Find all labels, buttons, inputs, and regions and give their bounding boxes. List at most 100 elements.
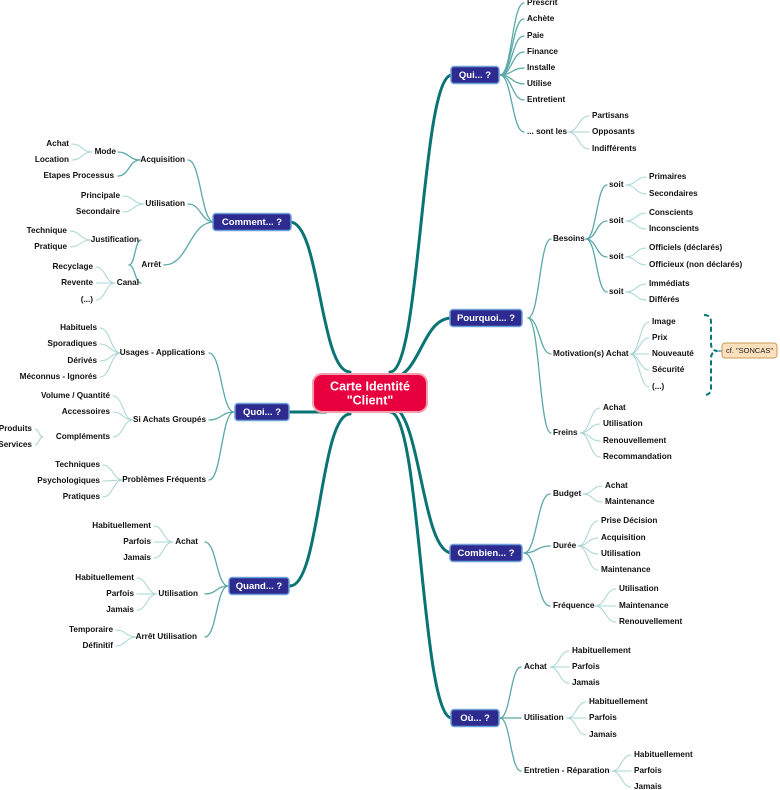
node-fq_renouv[interactable]: Renouvellement xyxy=(619,617,683,626)
main-node-pourquoi[interactable]: Pourquoi... ? xyxy=(449,308,523,328)
node-securite[interactable]: Sécurité xyxy=(652,365,685,374)
node-psycho[interactable]: Psychologiques xyxy=(37,476,100,485)
node-services[interactable]: Services xyxy=(0,440,32,449)
node-ou_achat[interactable]: Achat xyxy=(524,662,547,671)
node-differes[interactable]: Différés xyxy=(649,295,680,304)
node-habituels[interactable]: Habituels xyxy=(60,323,97,332)
node-frequence[interactable]: Fréquence xyxy=(553,601,595,610)
node-fq_util[interactable]: Utilisation xyxy=(619,584,659,593)
node-achat_c[interactable]: Achat xyxy=(46,139,69,148)
main-node-quand[interactable]: Quand... ? xyxy=(228,576,290,596)
node-qu_parf[interactable]: Parfois xyxy=(106,589,134,598)
node-duree[interactable]: Durée xyxy=(553,541,577,550)
node-oa_hab[interactable]: Habituellement xyxy=(572,646,631,655)
node-sontles[interactable]: ... sont les xyxy=(527,127,567,136)
node-ou_jam[interactable]: Jamais xyxy=(589,730,617,739)
node-qd_arret[interactable]: Arrêt Utilisation xyxy=(136,632,197,641)
node-image[interactable]: Image xyxy=(652,317,676,326)
node-ou_util[interactable]: Utilisation xyxy=(524,713,564,722)
node-oa_parf[interactable]: Parfois xyxy=(572,662,600,671)
node-derives[interactable]: Dérivés xyxy=(67,356,97,365)
node-canal[interactable]: Canal xyxy=(117,278,139,287)
node-pratique_c[interactable]: Pratique xyxy=(34,242,67,251)
node-du_acq[interactable]: Acquisition xyxy=(601,533,646,542)
node-etc_mot[interactable]: (...) xyxy=(652,382,665,391)
node-qd_util[interactable]: Utilisation xyxy=(158,589,198,598)
node-fr_reco[interactable]: Recommandation xyxy=(603,452,672,461)
node-definitif[interactable]: Définitif xyxy=(83,641,114,650)
center-node[interactable]: Carte Identité"Client" xyxy=(312,373,428,413)
node-revente[interactable]: Revente xyxy=(61,278,93,287)
node-etapes[interactable]: Etapes Processus xyxy=(43,171,114,180)
node-oe_parf[interactable]: Parfois xyxy=(634,766,662,775)
node-temporaire[interactable]: Temporaire xyxy=(69,625,113,634)
node-entretient[interactable]: Entretient xyxy=(527,95,565,104)
node-ou_parf[interactable]: Parfois xyxy=(589,713,617,722)
node-utilisation_c[interactable]: Utilisation xyxy=(145,199,185,208)
node-oe_hab[interactable]: Habituellement xyxy=(634,750,693,759)
node-opposants[interactable]: Opposants xyxy=(592,127,635,136)
node-achete[interactable]: Achète xyxy=(527,14,555,23)
node-secondaire[interactable]: Secondaire xyxy=(76,207,121,216)
node-ou_hab[interactable]: Habituellement xyxy=(589,697,648,706)
node-qa_hab[interactable]: Habituellement xyxy=(92,521,151,530)
node-recyclage[interactable]: Recyclage xyxy=(52,262,93,271)
node-qd_achat[interactable]: Achat xyxy=(175,537,198,546)
node-soit3[interactable]: soit xyxy=(609,252,624,261)
node-qu_hab[interactable]: Habituellement xyxy=(75,573,134,582)
node-problemes[interactable]: Problèmes Fréquents xyxy=(122,475,206,484)
main-node-quoi[interactable]: Quoi... ? xyxy=(234,402,290,422)
node-techniques[interactable]: Techniques xyxy=(55,460,100,469)
node-indifferents[interactable]: Indifférents xyxy=(592,144,637,153)
node-fr_achat[interactable]: Achat xyxy=(603,403,626,412)
node-qu_jam[interactable]: Jamais xyxy=(106,605,134,614)
node-principale[interactable]: Principale xyxy=(81,191,121,200)
node-arret[interactable]: Arrêt xyxy=(141,260,161,269)
node-fr_util[interactable]: Utilisation xyxy=(603,419,643,428)
node-usages[interactable]: Usages - Applications xyxy=(120,348,206,357)
node-oa_jam[interactable]: Jamais xyxy=(572,678,600,687)
main-node-comment[interactable]: Comment... ? xyxy=(212,212,292,232)
node-bu_achat[interactable]: Achat xyxy=(605,481,628,490)
node-pratiques[interactable]: Pratiques xyxy=(63,492,101,501)
node-officiels[interactable]: Officiels (déclarés) xyxy=(649,243,723,252)
node-besoins[interactable]: Besoins xyxy=(553,234,585,243)
node-justification[interactable]: Justification xyxy=(91,235,139,244)
node-fr_renouv[interactable]: Renouvellement xyxy=(603,436,667,445)
node-inconscients[interactable]: Inconscients xyxy=(649,224,699,233)
main-node-combien[interactable]: Combien... ? xyxy=(449,543,523,563)
node-qa_jam[interactable]: Jamais xyxy=(123,553,151,562)
node-fq_maint[interactable]: Maintenance xyxy=(619,601,669,610)
node-nouveaute[interactable]: Nouveauté xyxy=(652,349,694,358)
node-bu_maint[interactable]: Maintenance xyxy=(605,497,655,506)
node-technique_c[interactable]: Technique xyxy=(27,226,68,235)
node-installe[interactable]: Installe xyxy=(527,63,556,72)
node-volume[interactable]: Volume / Quantité xyxy=(41,391,110,400)
main-node-qui[interactable]: Qui... ? xyxy=(450,65,500,85)
node-soit1[interactable]: soit xyxy=(609,180,624,189)
node-partisans[interactable]: Partisans xyxy=(592,111,629,120)
node-soit2[interactable]: soit xyxy=(609,216,624,225)
node-officieux[interactable]: Officieux (non déclarés) xyxy=(649,260,743,269)
main-node-ou[interactable]: Où... ? xyxy=(450,708,500,728)
node-utilise[interactable]: Utilise xyxy=(527,79,552,88)
soncas-note[interactable]: cf. "SONCAS" xyxy=(721,342,778,359)
node-ou_entr[interactable]: Entretien - Réparation xyxy=(524,766,610,775)
node-acquisition[interactable]: Acquisition xyxy=(140,155,185,164)
node-paie[interactable]: Paie xyxy=(527,31,544,40)
node-conscients[interactable]: Conscients xyxy=(649,208,694,217)
node-qa_parf[interactable]: Parfois xyxy=(123,537,151,546)
node-budget[interactable]: Budget xyxy=(553,489,581,498)
node-du_prise[interactable]: Prise Décision xyxy=(601,516,657,525)
node-motivation[interactable]: Motivation(s) Achat xyxy=(553,349,629,358)
node-mode[interactable]: Mode xyxy=(95,147,117,156)
node-complements[interactable]: Compléments xyxy=(56,432,111,441)
node-du_maint[interactable]: Maintenance xyxy=(601,565,651,574)
node-secondaires[interactable]: Secondaires xyxy=(649,189,698,198)
node-primaires[interactable]: Primaires xyxy=(649,172,687,181)
node-etc_can[interactable]: (...) xyxy=(81,295,94,304)
node-location[interactable]: Location xyxy=(35,155,69,164)
node-produits[interactable]: Produits xyxy=(0,424,32,433)
node-finance[interactable]: Finance xyxy=(527,47,558,56)
node-prescrit[interactable]: Prescrit xyxy=(527,0,558,7)
